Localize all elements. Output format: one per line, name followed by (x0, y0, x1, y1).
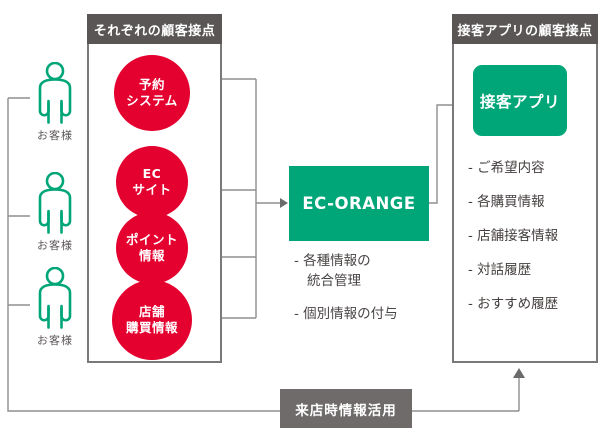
bullet-line: 統合管理 (307, 273, 361, 289)
customer-label: お客様 (37, 129, 73, 142)
ec-orange-box: EC-ORANGE (289, 166, 429, 241)
list-item: - 店舗接客情報 (468, 228, 559, 244)
left-panel-title: それぞれの顧客接点 (87, 14, 222, 44)
circle-label-line2: サイト (132, 182, 172, 197)
touchpoint-circle-store-purchase: 店舗 購買情報 (112, 280, 192, 360)
circle-label-line1: 予約 (138, 76, 165, 92)
circle-label-line2: 情報 (138, 248, 165, 263)
circle-label-line1: EC (142, 165, 162, 181)
app-info-list: - ご希望内容 - 各購買情報 - 店舗接客情報 - 対話履歴 - おすすめ履歴 (468, 158, 558, 328)
list-item: - 各購買情報 (468, 194, 545, 210)
list-item: - ご希望内容 (468, 160, 545, 176)
customer-service-app-box: 接客アプリ (473, 65, 567, 136)
touchpoint-circle-points: ポイント 情報 (116, 212, 188, 284)
customer-stub-lines (8, 97, 30, 306)
customer-icon (38, 172, 72, 234)
circle-label-line2: 購買情報 (125, 320, 178, 335)
circle-label-line1: 店舗 (138, 303, 165, 319)
right-panel-title: 接客アプリの顧客接点 (452, 14, 598, 44)
customer-icon (38, 267, 72, 329)
arrowhead-to-ecorange (280, 198, 288, 208)
touchpoint-circle-ec-site: EC サイト (116, 146, 188, 218)
circle-label-line2: システム (126, 93, 178, 108)
touchpoint-circle-reservation: 予約 システム (114, 55, 190, 131)
bullet-line: - 各種情報の (294, 253, 371, 269)
bullet-line: - 個別情報の付与 (294, 306, 398, 322)
customer-icon (38, 62, 72, 124)
list-item: - おすすめ履歴 (468, 296, 559, 312)
bullet-item: - 個別情報の付与 (294, 304, 398, 324)
customer-label: お客様 (37, 239, 73, 252)
list-item: - 対話履歴 (468, 262, 532, 278)
bullet-item: - 各種情報の 統合管理 (294, 251, 398, 291)
circle-label-line1: ポイント (125, 231, 178, 247)
store-visit-info-box: 来店時情報活用 (280, 389, 412, 428)
customer-label: お客様 (37, 334, 73, 347)
customer-rail-line (7, 98, 519, 412)
line-ecorange-to-app (429, 104, 459, 204)
ec-orange-bullets: - 各種情報の 統合管理 - 個別情報の付与 (294, 251, 398, 337)
arrowhead-to-right-panel (513, 368, 525, 378)
